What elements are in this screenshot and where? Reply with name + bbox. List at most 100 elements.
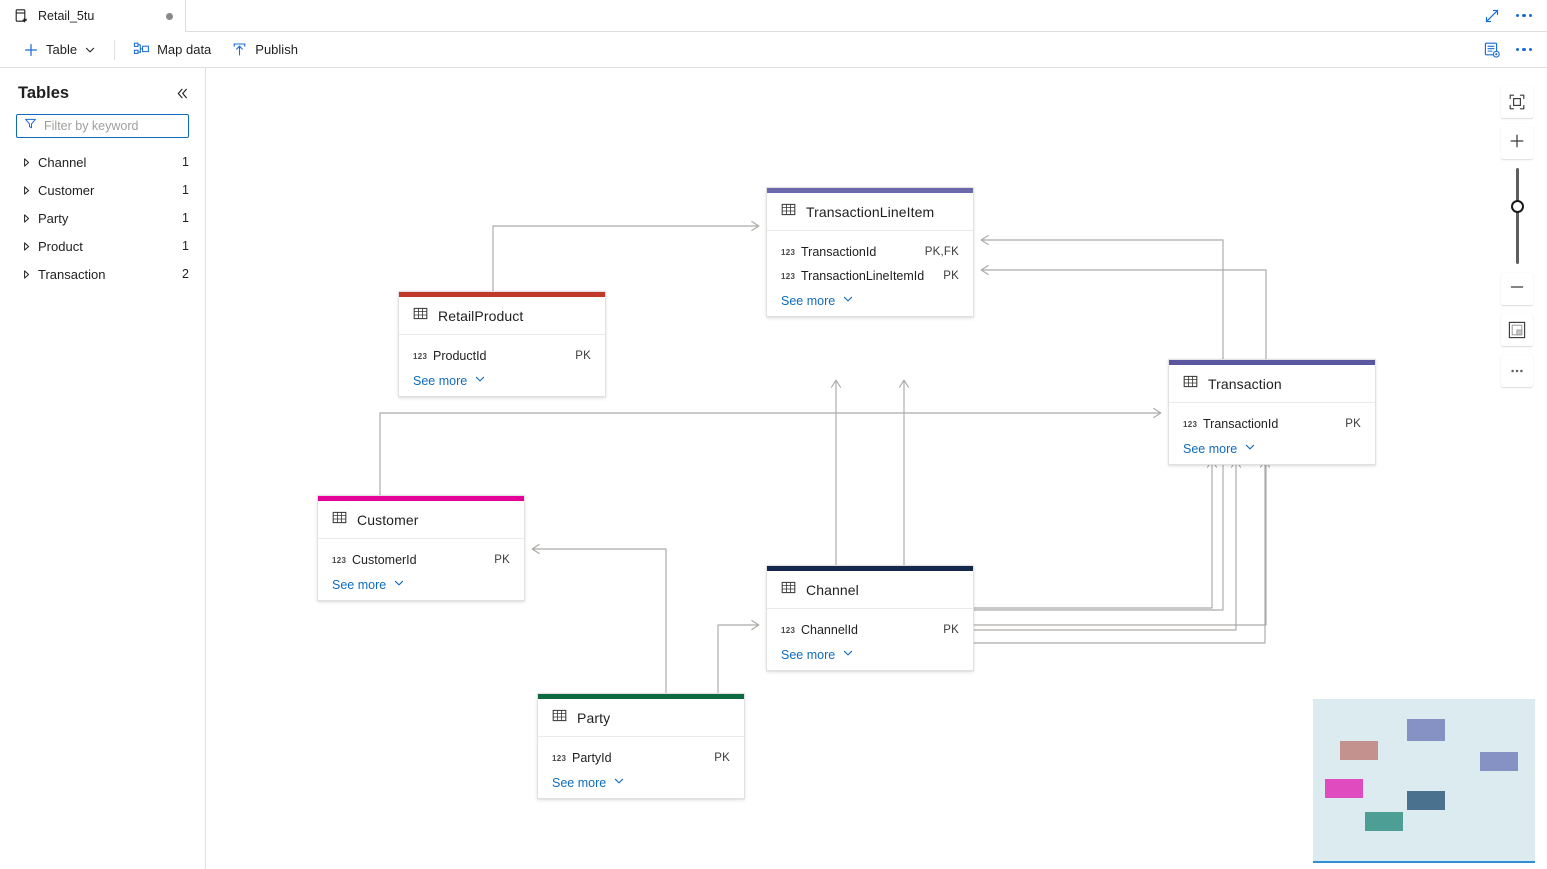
see-more-button[interactable]: See more — [399, 368, 605, 388]
table-row[interactable]: 123 PartyId PK — [538, 746, 744, 770]
column-key-badge: PK — [714, 752, 730, 764]
zoom-out-button[interactable] — [1501, 273, 1533, 305]
table-row[interactable]: 123 TransactionLineItemId PK — [767, 264, 973, 288]
table-row[interactable]: 123 TransactionId PK — [1169, 412, 1375, 436]
table-node-retailproduct[interactable]: RetailProduct 123 ProductId PK See more — [398, 291, 606, 397]
zoom-slider-thumb[interactable] — [1510, 199, 1524, 213]
table-node-title: TransactionLineItem — [806, 203, 935, 220]
chevron-right-icon[interactable] — [18, 213, 34, 224]
table-icon — [781, 580, 796, 600]
chevron-right-icon[interactable] — [18, 269, 34, 280]
column-key-badge: PK — [943, 624, 959, 636]
table-node-party[interactable]: Party 123 PartyId PK See more — [537, 693, 745, 799]
table-node-transactionlineitem[interactable]: TransactionLineItem 123 TransactionId PK… — [766, 187, 974, 317]
edge-party-to-channel — [717, 619, 760, 693]
more-options-icon[interactable] — [1509, 2, 1539, 30]
table-node-header: Party — [538, 699, 744, 737]
table-node-channel[interactable]: Channel 123 ChannelId PK See more — [766, 565, 974, 671]
column-name: TransactionId — [1203, 417, 1279, 431]
sidebar-item-label: Product — [38, 238, 83, 254]
map-data-label: Map data — [157, 42, 212, 57]
see-more-button[interactable]: See more — [538, 770, 744, 790]
publish-label: Publish — [255, 42, 298, 57]
plus-icon — [23, 42, 39, 58]
sidebar-item-label: Transaction — [38, 266, 106, 282]
numeric-type-icon: 123 — [413, 351, 428, 361]
map-data-button[interactable]: Map data — [124, 36, 220, 64]
table-node-title: Customer — [357, 511, 419, 528]
see-more-button[interactable]: See more — [1169, 436, 1375, 456]
fit-to-screen-icon[interactable] — [1501, 86, 1533, 118]
chevron-right-icon[interactable] — [18, 241, 34, 252]
column-name: PartyId — [572, 751, 612, 765]
transactionlineitem-thumb — [1407, 719, 1445, 741]
table-node-transaction[interactable]: Transaction 123 TransactionId PK See mor… — [1168, 359, 1376, 465]
see-more-button[interactable]: See more — [767, 288, 973, 308]
sidebar-item-count: 1 — [182, 211, 189, 225]
more-options-icon[interactable] — [1501, 355, 1533, 387]
see-more-button[interactable]: See more — [318, 572, 524, 592]
table-row[interactable]: 123 TransactionId PK,FK — [767, 240, 973, 264]
table-row[interactable]: 123 ProductId PK — [399, 344, 605, 368]
table-node-columns: 123 ChannelId PK See more — [767, 609, 973, 670]
sidebar-item-channel[interactable]: Channel 1 — [0, 148, 205, 176]
tables-sidebar: Tables Channel 1 — [0, 68, 206, 869]
chevron-right-icon[interactable] — [18, 185, 34, 196]
properties-gear-icon[interactable] — [1477, 36, 1507, 64]
sidebar-item-customer[interactable]: Customer 1 — [0, 176, 205, 204]
sidebar-item-party[interactable]: Party 1 — [0, 204, 205, 232]
sidebar-item-product[interactable]: Product 1 — [0, 232, 205, 260]
chevron-down-icon — [613, 775, 625, 790]
diagram-canvas[interactable]: TransactionLineItem 123 TransactionId PK… — [206, 68, 1547, 869]
see-more-label: See more — [332, 577, 387, 592]
tab-retail-5tu[interactable]: Retail_5tu — [0, 0, 186, 32]
table-icon — [781, 202, 796, 222]
edge-retailproduct-to-transactionlineitem — [492, 220, 760, 291]
map-data-icon — [133, 41, 150, 58]
toolbar-divider — [114, 39, 116, 60]
zoom-in-button[interactable] — [1501, 127, 1533, 159]
see-more-label: See more — [781, 293, 836, 308]
table-icon — [413, 306, 428, 326]
column-key-badge: PK,FK — [924, 246, 959, 258]
database-add-icon — [14, 8, 30, 24]
filter-funnel-icon — [24, 117, 37, 135]
expand-diagonal-icon[interactable] — [1477, 2, 1507, 30]
chevron-double-left-icon[interactable] — [171, 82, 193, 104]
minimap[interactable] — [1313, 699, 1535, 863]
sidebar-item-label: Channel — [38, 154, 87, 170]
table-row[interactable]: 123 CustomerId PK — [318, 548, 524, 572]
search-input[interactable] — [44, 119, 205, 133]
edge-customer-to-transaction — [379, 407, 1162, 495]
see-more-label: See more — [413, 373, 468, 388]
filter-box[interactable] — [16, 114, 205, 138]
sidebar-item-label: Customer — [38, 182, 95, 198]
add-table-button[interactable]: Table — [14, 36, 105, 64]
see-more-button[interactable]: See more — [767, 642, 973, 662]
plus-icon — [1508, 132, 1526, 155]
chevron-down-icon — [1244, 441, 1256, 456]
minus-icon — [1508, 278, 1526, 301]
table-row[interactable]: 123 ChannelId PK — [767, 618, 973, 642]
chevron-down-icon — [393, 577, 405, 592]
numeric-type-icon: 123 — [1183, 419, 1198, 429]
sidebar-item-transaction[interactable]: Transaction 2 — [0, 260, 205, 288]
publish-button[interactable]: Publish — [222, 36, 307, 64]
numeric-type-icon: 123 — [781, 625, 796, 635]
sidebar-title: Tables — [18, 83, 70, 102]
sidebar-item-count: 2 — [182, 267, 189, 281]
minimap-toggle-icon[interactable] — [1501, 314, 1533, 346]
numeric-type-icon: 123 — [332, 555, 347, 565]
column-key-badge: PK — [494, 554, 510, 566]
table-node-color-bar — [767, 566, 973, 571]
tables-tree: Channel 1 Customer 1 Party 1 — [0, 148, 205, 288]
table-node-customer[interactable]: Customer 123 CustomerId PK See more — [317, 495, 525, 601]
more-options-icon[interactable] — [1509, 36, 1539, 64]
upload-icon — [231, 41, 248, 58]
chevron-right-icon[interactable] — [18, 157, 34, 168]
zoom-slider[interactable] — [1501, 168, 1533, 264]
retailproduct-thumb — [1340, 741, 1378, 760]
table-node-header: Transaction — [1169, 365, 1375, 403]
sidebar-header: Tables — [0, 68, 205, 114]
table-node-title: Party — [577, 709, 611, 726]
